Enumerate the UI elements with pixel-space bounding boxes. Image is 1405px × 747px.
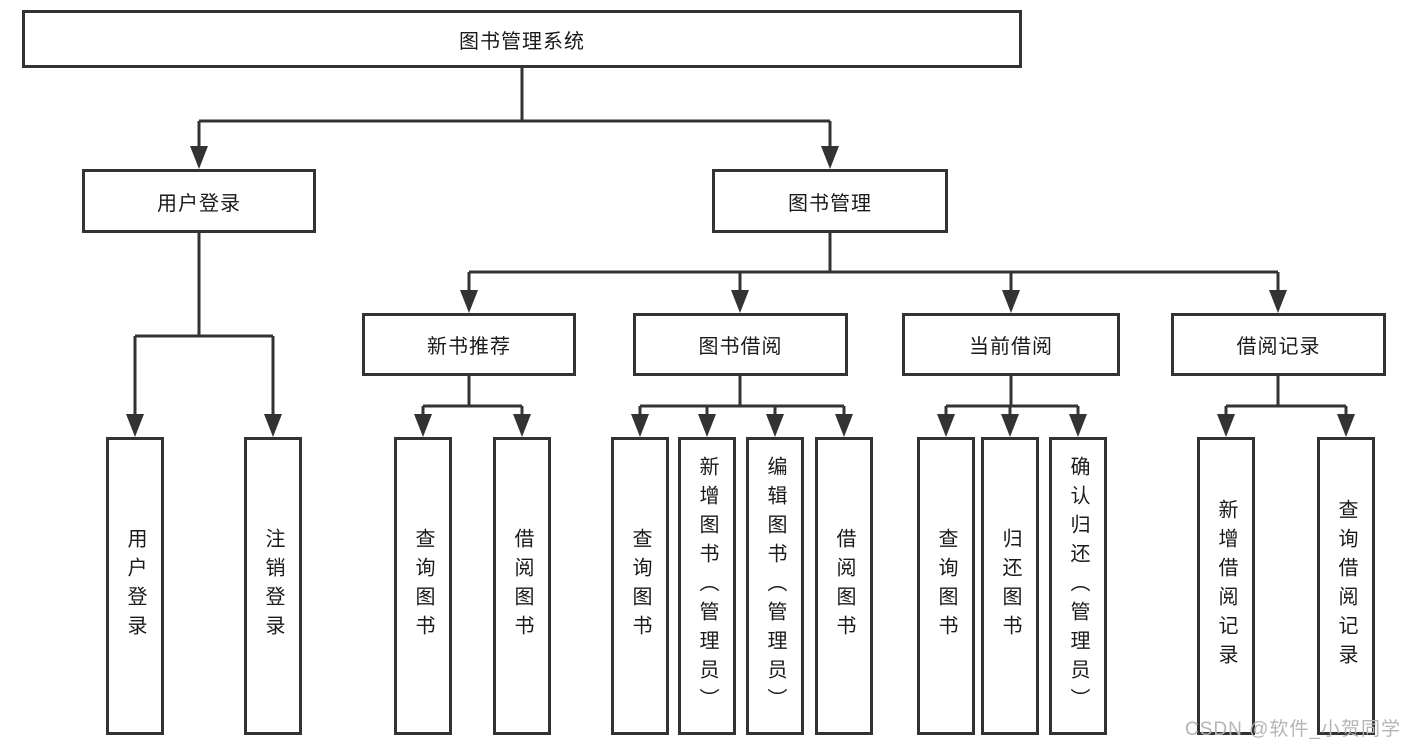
node-label: 借阅记录 — [1236, 336, 1321, 358]
leaf-label: 编辑图书（管理员） — [764, 455, 786, 717]
connector-root-to-level2 — [197, 68, 832, 150]
leaf-add-borrow-record: 新增借阅记录 — [1197, 437, 1255, 735]
connector-currentborrow-to-leaves — [944, 376, 1080, 418]
connector-newbooks-to-leaves — [421, 376, 524, 418]
leaf-query-books-borrow: 查询图书 — [611, 437, 669, 735]
leaf-query-borrow-record: 查询借阅记录 — [1317, 437, 1375, 735]
node-book-management: 图书管理 — [712, 169, 948, 233]
leaf-logout: 注销登录 — [244, 437, 302, 735]
node-current-borrow: 当前借阅 — [902, 313, 1120, 376]
arrowhead — [835, 414, 853, 437]
arrowhead — [126, 414, 144, 437]
arrowhead — [1217, 414, 1235, 437]
node-label: 图书借阅 — [698, 336, 783, 358]
leaf-label: 归还图书 — [999, 528, 1021, 644]
leaf-borrow-books: 借阅图书 — [815, 437, 873, 735]
node-book-borrow: 图书借阅 — [633, 313, 848, 376]
leaf-return-book: 归还图书 — [981, 437, 1039, 735]
connector-borrowrecords-to-leaves — [1224, 376, 1348, 418]
arrowhead — [513, 414, 531, 437]
leaf-edit-book-admin: 编辑图书（管理员） — [746, 437, 804, 735]
leaf-label: 确认归还（管理员） — [1067, 455, 1089, 717]
leaf-label: 借阅图书 — [511, 528, 533, 644]
leaf-label: 查询图书 — [935, 528, 957, 644]
leaf-confirm-return-admin: 确认归还（管理员） — [1049, 437, 1107, 735]
arrowhead — [414, 414, 432, 437]
node-borrow-records: 借阅记录 — [1171, 313, 1386, 376]
watermark: CSDN @软件_小贺同学 — [1185, 719, 1401, 740]
leaf-user-login: 用户登录 — [106, 437, 164, 735]
leaf-label: 借阅图书 — [833, 528, 855, 644]
leaf-query-books-recommend: 查询图书 — [394, 437, 452, 735]
arrowhead — [1269, 290, 1287, 313]
connector-userlogin-to-leaves — [133, 233, 275, 418]
node-label: 新书推荐 — [427, 336, 511, 358]
arrowhead — [821, 146, 839, 169]
node-new-book-recommend: 新书推荐 — [362, 313, 576, 376]
connector-bookborrow-to-leaves — [638, 376, 846, 418]
node-label: 当前借阅 — [969, 336, 1053, 358]
arrowhead — [1002, 290, 1020, 313]
leaf-label: 新增借阅记录 — [1215, 499, 1237, 673]
leaf-borrow-books-recommend: 借阅图书 — [493, 437, 551, 735]
arrowhead — [937, 414, 955, 437]
leaf-label: 用户登录 — [124, 528, 146, 644]
arrowhead — [264, 414, 282, 437]
arrowhead — [190, 146, 208, 169]
node-label: 图书管理系统 — [459, 30, 585, 53]
arrowhead — [1069, 414, 1087, 437]
node-system-root: 图书管理系统 — [22, 10, 1022, 68]
leaf-label: 注销登录 — [262, 528, 284, 644]
node-label: 图书管理 — [788, 192, 872, 215]
leaf-label: 查询图书 — [629, 528, 651, 644]
node-label: 用户登录 — [157, 192, 241, 215]
connector-bookmgmt-to-level3 — [467, 233, 1280, 294]
arrowhead — [731, 290, 749, 313]
arrowhead — [1001, 414, 1019, 437]
leaf-query-books-current: 查询图书 — [917, 437, 975, 735]
arrowhead — [766, 414, 784, 437]
leaf-label: 新增图书（管理员） — [696, 455, 718, 717]
leaf-add-book-admin: 新增图书（管理员） — [678, 437, 736, 735]
arrowhead — [698, 414, 716, 437]
leaf-label: 查询图书 — [412, 528, 434, 644]
leaf-label: 查询借阅记录 — [1335, 499, 1357, 673]
arrowhead — [1337, 414, 1355, 437]
arrowhead — [631, 414, 649, 437]
node-user-login: 用户登录 — [82, 169, 316, 233]
arrowhead — [460, 290, 478, 313]
